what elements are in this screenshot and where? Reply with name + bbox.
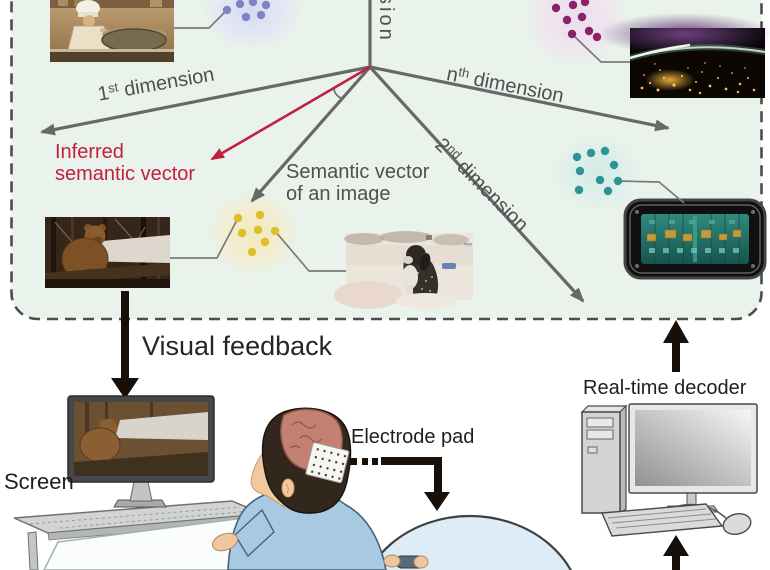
semantic-vector-arrow <box>250 65 372 203</box>
teal-cluster <box>572 146 623 196</box>
bottom-up-arrow-head <box>663 535 689 556</box>
yellow-cluster <box>233 210 280 257</box>
semantic-space-panel <box>10 0 763 321</box>
electrode-dash-2 <box>362 458 368 465</box>
decoder-to-panel-arrow-shaft <box>672 342 680 372</box>
axis-1st-dimension <box>39 65 371 136</box>
axis-nth-dimension <box>369 65 671 132</box>
earth-night-photo <box>597 13 770 98</box>
electrode-dash-3 <box>372 458 378 465</box>
bottom-up-arrow-shaft <box>672 554 680 570</box>
electrode-arrow-head <box>424 492 450 511</box>
bear-photo <box>45 217 170 288</box>
person-arm-sleeve <box>234 508 275 558</box>
person-illustration <box>211 407 429 570</box>
feedback-monitor <box>67 395 215 508</box>
dimension-axes <box>39 0 671 303</box>
visual-feedback-arrow-head <box>111 378 139 399</box>
visual-feedback-arrow-shaft <box>121 291 129 380</box>
cluster-photo-connectors <box>170 9 685 272</box>
circuit-device-photo <box>623 198 767 280</box>
electrode-dash-1 <box>350 458 357 465</box>
electrode-pad-grid <box>305 442 350 484</box>
axis-2nd-dimension <box>368 65 585 303</box>
flow-arrows <box>111 291 689 570</box>
yellow-cluster-glow <box>208 191 300 275</box>
purple-cluster <box>551 0 602 42</box>
person-hand <box>211 532 239 552</box>
computer-keyboard <box>600 503 724 537</box>
inferred-vector-arrow <box>210 65 371 161</box>
computer-tower <box>581 411 621 514</box>
cooking-child-photo <box>50 0 174 62</box>
dog-photo <box>334 231 473 309</box>
blue-cluster <box>222 0 271 22</box>
decoder-to-panel-arrow-head <box>663 320 689 343</box>
decoder-computer <box>580 403 758 537</box>
electrode-arrow-elbow <box>381 457 442 493</box>
teal-cluster-glow <box>553 133 641 213</box>
computer-mouse <box>722 512 752 536</box>
